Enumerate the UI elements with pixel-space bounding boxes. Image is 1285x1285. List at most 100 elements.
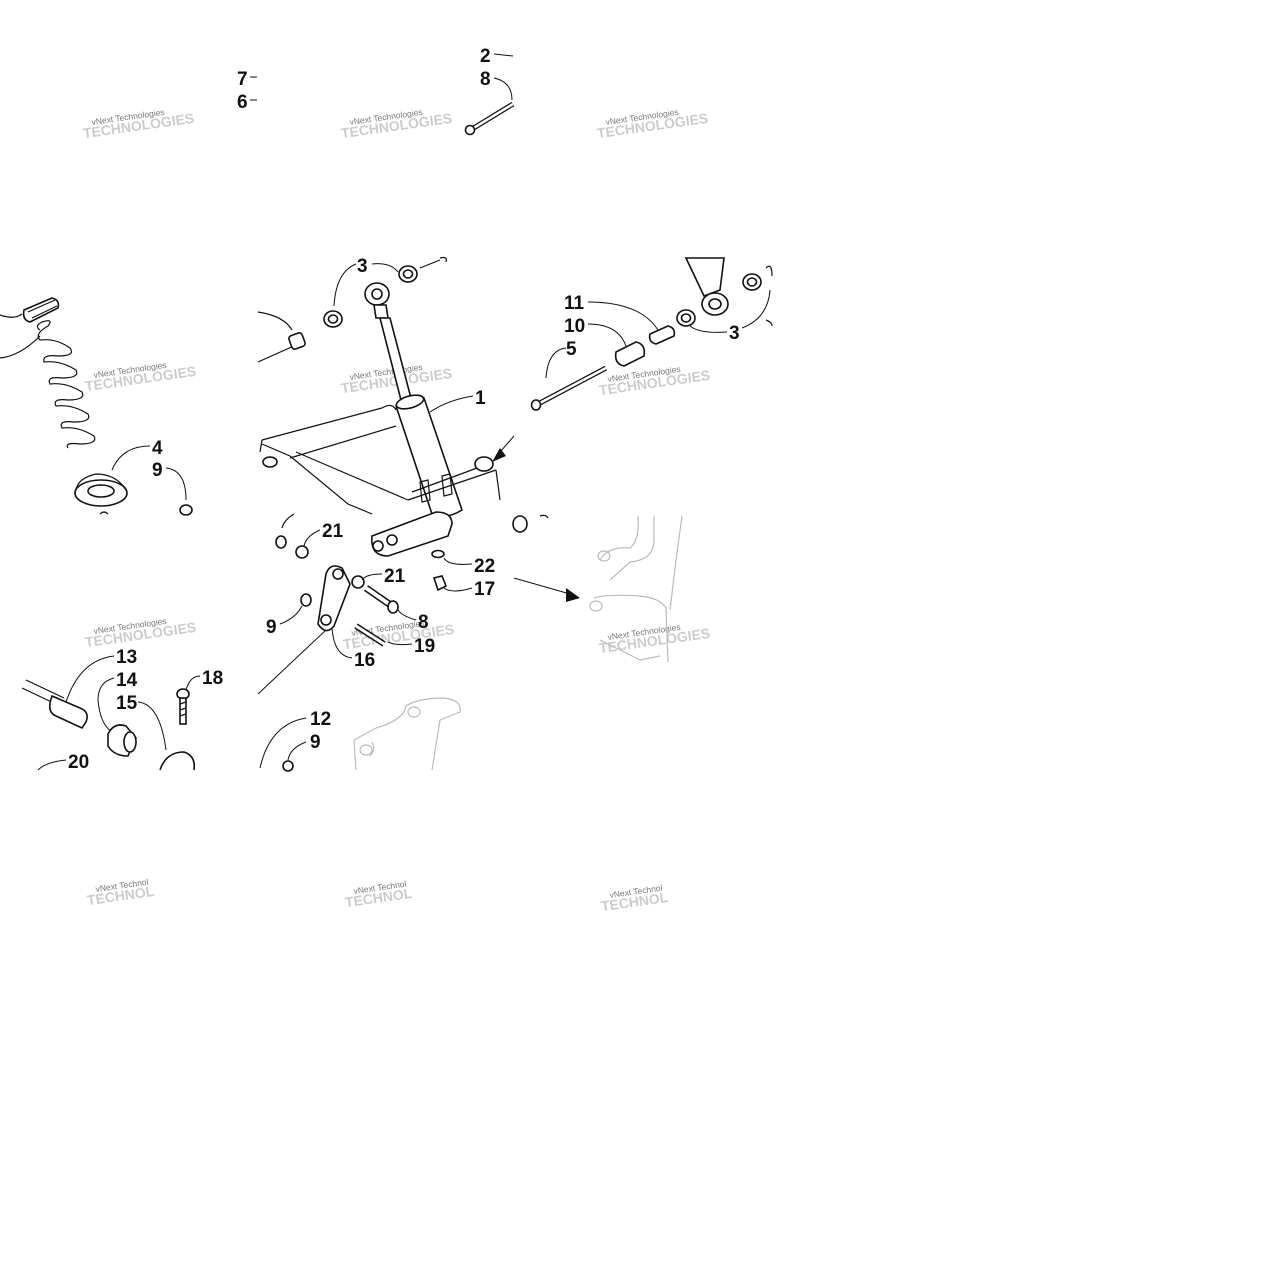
callout-9: 9	[266, 617, 277, 638]
callout-21: 21	[322, 521, 344, 542]
bolt-part	[464, 101, 515, 136]
leader-line	[493, 77, 513, 101]
callout-11: 11	[564, 293, 585, 314]
callout-14: 14	[116, 670, 138, 691]
spring-retainer	[22, 297, 60, 323]
ball-joint	[159, 751, 196, 771]
callout-15: 15	[116, 693, 138, 714]
bushing	[676, 309, 696, 327]
knuckle-ghost	[589, 515, 683, 663]
arrow-head	[492, 448, 506, 462]
leader-line	[97, 677, 115, 733]
a-arm-frame	[259, 404, 501, 515]
shock-arm-assembly: 3 1	[257, 256, 515, 772]
leader-line	[331, 627, 353, 659]
sleeve	[614, 341, 646, 367]
callout-8: 8	[480, 69, 491, 90]
leader-line	[257, 629, 327, 695]
spring-assembly: 4 9	[0, 297, 193, 516]
callout-17: 17	[474, 579, 495, 600]
leader-line	[371, 263, 399, 273]
leader-line	[587, 301, 659, 331]
leader-line	[111, 445, 151, 471]
leader-line	[443, 557, 473, 565]
callout-1: 1	[475, 388, 486, 409]
bushing	[742, 273, 762, 291]
callout-9: 9	[152, 460, 163, 481]
long-bolt	[530, 365, 608, 411]
tie-rod-assembly: 13 14 15 18 20	[21, 647, 223, 773]
leader-line	[443, 587, 473, 592]
leader-line	[689, 325, 728, 333]
callout-10: 10	[564, 316, 585, 337]
link-plate	[317, 565, 351, 632]
shock-upper-eye	[684, 257, 729, 316]
leader-line	[387, 641, 413, 646]
shock-absorber	[364, 282, 463, 518]
bolt	[364, 585, 399, 614]
leader-line	[397, 609, 417, 621]
bushing	[288, 332, 306, 350]
callout-20: 20	[68, 752, 89, 773]
shock-mount-hardware: 3 11 10 5	[512, 257, 773, 663]
leader-line	[587, 323, 627, 347]
callout-8: 8	[418, 612, 429, 633]
leader-line	[741, 289, 771, 329]
callout-6: 6	[237, 92, 248, 113]
callout-7: 7	[237, 69, 248, 90]
bolt	[354, 623, 386, 647]
nut	[275, 535, 287, 549]
spacer	[648, 325, 676, 345]
nut	[282, 760, 294, 772]
boot	[107, 724, 137, 757]
rocker-link	[371, 511, 453, 557]
nut	[179, 504, 193, 516]
callout-4: 4	[152, 438, 163, 459]
spring-seat	[74, 473, 128, 507]
arrow	[499, 435, 515, 453]
leader-line	[287, 741, 307, 761]
coil-spring	[36, 320, 96, 449]
leader-line	[37, 759, 67, 771]
arrow-head	[566, 588, 580, 602]
callout-22: 22	[474, 556, 495, 577]
leader-line	[279, 605, 303, 625]
leader-line	[493, 53, 514, 57]
callout-13: 13	[116, 647, 137, 668]
callout-5: 5	[566, 339, 577, 360]
bushing	[323, 310, 343, 328]
washer	[351, 575, 365, 589]
leader-line	[333, 263, 357, 307]
leader-line	[65, 655, 115, 703]
top-strip-parts: 2 8 7 6	[237, 46, 515, 136]
callout-12: 12	[310, 709, 331, 730]
callout-9: 9	[310, 732, 321, 753]
callout-18: 18	[202, 668, 223, 689]
callout-19: 19	[414, 636, 435, 657]
screw	[176, 688, 190, 725]
callout-2: 2	[480, 46, 491, 67]
leader-line	[137, 701, 167, 751]
leader-line	[259, 717, 307, 769]
callout-21: 21	[384, 566, 406, 587]
arrow	[513, 577, 571, 595]
leader-line	[361, 573, 383, 581]
leader-line	[545, 347, 567, 379]
bushing	[398, 265, 418, 283]
leader-line	[303, 529, 321, 547]
leader-line	[429, 395, 474, 413]
callout-16: 16	[354, 650, 375, 671]
leader-line	[185, 675, 201, 691]
knuckle-ghost	[353, 697, 461, 771]
washer	[431, 549, 445, 559]
callout-3: 3	[357, 256, 368, 277]
leader-line	[165, 467, 187, 501]
nut	[432, 575, 448, 592]
tie-rod-end	[48, 694, 88, 730]
nut	[300, 593, 312, 607]
nut	[512, 515, 528, 533]
washer	[295, 545, 309, 559]
callout-3: 3	[729, 323, 740, 344]
